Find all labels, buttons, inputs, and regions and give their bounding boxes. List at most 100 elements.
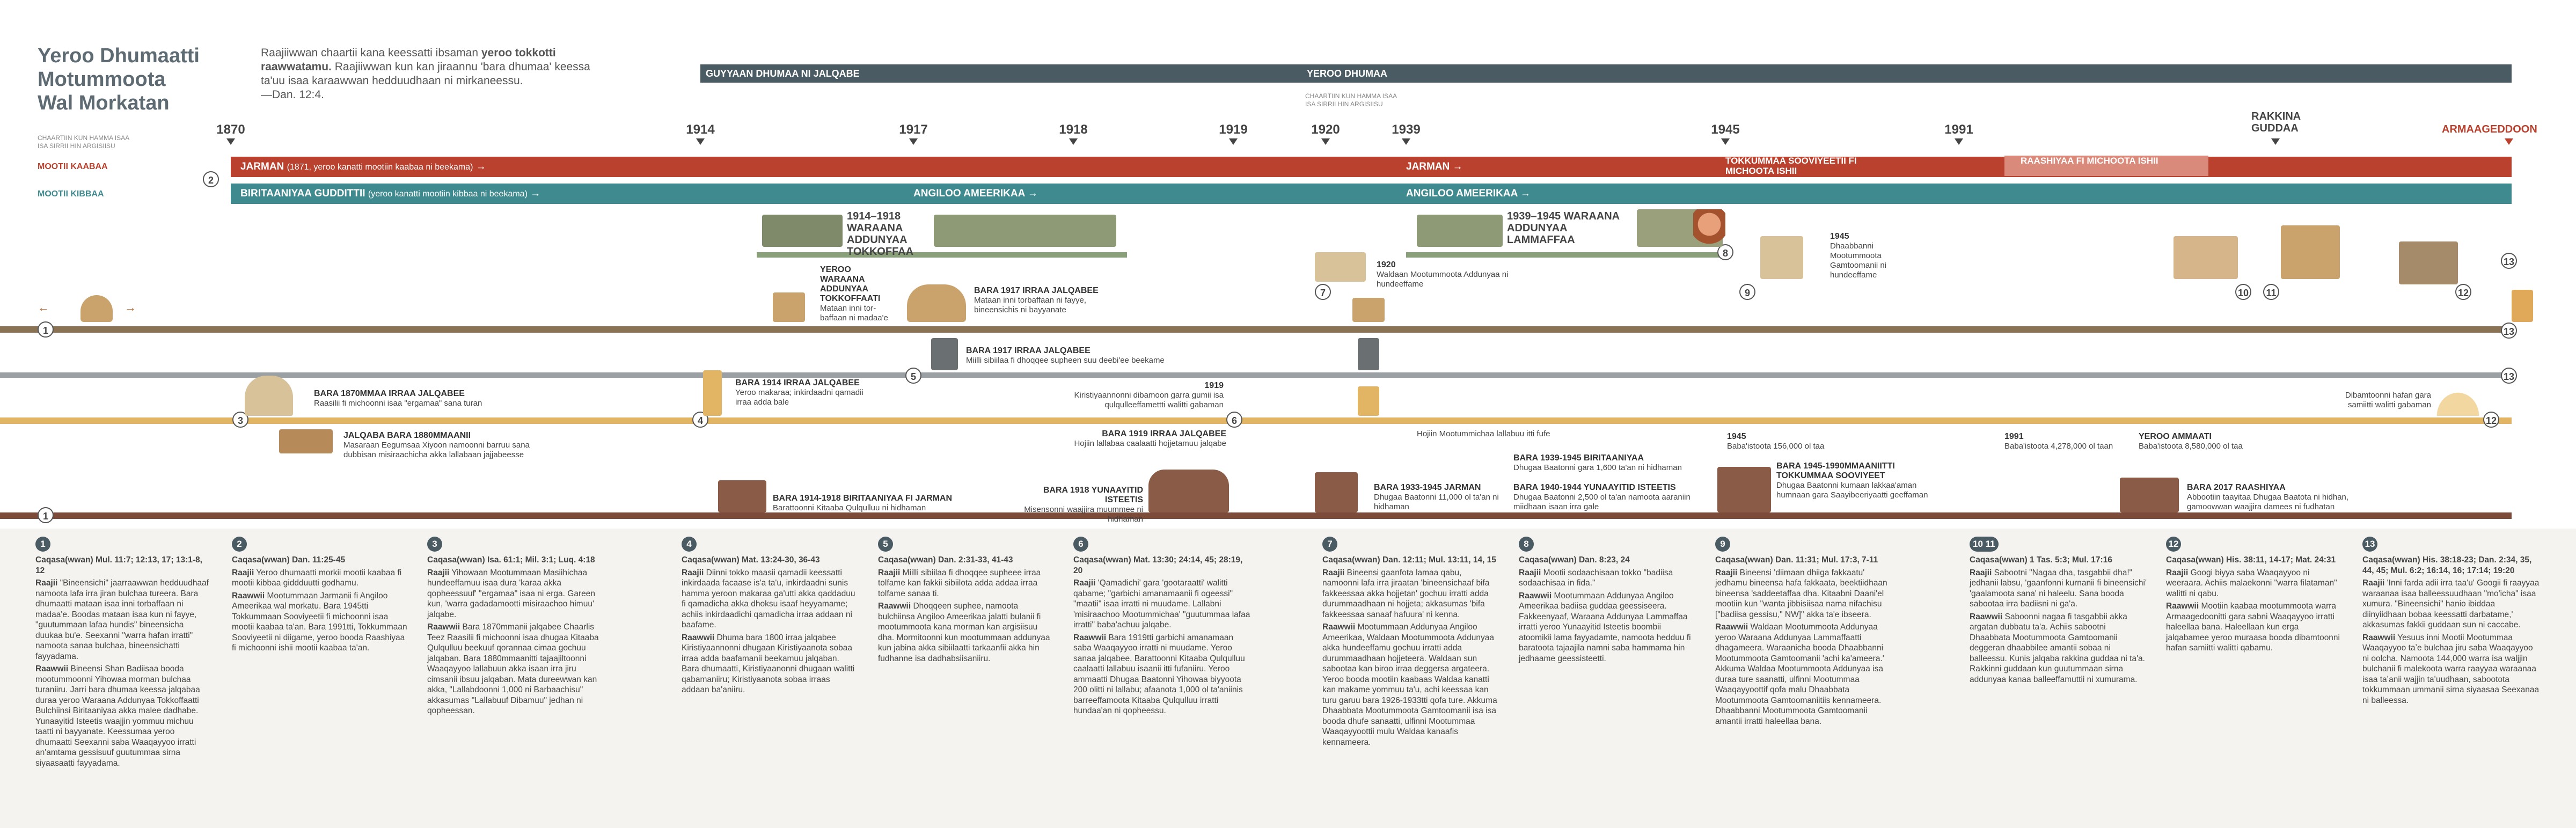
prophecy-label: Raajii bbox=[1519, 568, 1541, 577]
year-tick bbox=[1229, 138, 1238, 145]
intro-lead: Raajiiwwan chaartii kana keessatti ibsam… bbox=[261, 47, 481, 59]
king-north-russia-band bbox=[2004, 156, 2208, 176]
explanation-column-7: 7 Caqasa(wwan) Dan. 12:11; Mul. 13:11, 1… bbox=[1322, 537, 1499, 748]
scale-note-right: CHAARTIIN KUN HAMMA ISAA ISA SIRRII HIN … bbox=[1305, 92, 1397, 108]
fulfillment-text: Saboonni nagaa fi tasgabbii akka argatan… bbox=[1970, 612, 2145, 684]
event-title: 1991 bbox=[2004, 432, 2024, 441]
chart-title: Yeroo Dhumaatti Motummoota Wal Morkatan bbox=[38, 44, 200, 115]
event-text: Dhugaa Baatonni 2,500 ol ta'an namoota a… bbox=[1513, 493, 1690, 511]
temple-burning-illustration bbox=[2281, 225, 2340, 279]
column-number: 3 bbox=[427, 537, 442, 552]
event-title: BARA 1945-1990MMAANIITTI TOKKUMMAA SOOVI… bbox=[1776, 461, 1895, 480]
year-tick bbox=[2505, 138, 2513, 145]
event-text: Barattoonni Kitaaba Qulqulluu ni hidhama… bbox=[773, 503, 926, 512]
year-tick bbox=[1402, 138, 1410, 145]
marker-8: 8 bbox=[1717, 244, 1733, 260]
track-beast bbox=[0, 326, 2512, 333]
event-text: Miilli sibiilaa fi dhoqqee supheen suu d… bbox=[966, 356, 1165, 365]
churches-illustration bbox=[2174, 236, 2238, 279]
year-tick bbox=[1955, 138, 1963, 145]
event-text: Mataan inni torbaffaan ni fayye, bineens… bbox=[974, 296, 1087, 314]
league-building-illustration bbox=[1315, 252, 1366, 282]
fulfillment-text: Waldaan Mootummoota Addunyaa yeroo Waraa… bbox=[1715, 622, 1884, 726]
king-south-angloamerica-2: ANGILOO AMEERIKAA → bbox=[1406, 188, 1531, 199]
king-north-label: MOOTII KAABAA bbox=[38, 162, 108, 171]
marker-1: 1 bbox=[38, 321, 54, 338]
explanation-column-3: 3 Caqasa(wwan) Isa. 61:1; Mil. 3:1; Luq.… bbox=[427, 537, 604, 716]
event-text: Baba'istoota 4,278,000 ol taan bbox=[2004, 442, 2113, 451]
prophecy-text: 'Qamadichi' gara 'gootaraatti' walitti q… bbox=[1073, 578, 1250, 629]
marker-10: 10 bbox=[2235, 284, 2251, 300]
scale-note-line: ISA SIRRII HIN ARGISIISU bbox=[38, 142, 115, 150]
column-scriptures: Caqasa(wwan) Mat. 13:24-30, 36-43 bbox=[682, 555, 820, 565]
marker-11: 11 bbox=[2263, 284, 2279, 300]
title-line: Motummoota bbox=[38, 68, 166, 91]
column-scriptures: Caqasa(wwan) Dan. 11:25-45 bbox=[232, 555, 346, 565]
event-title: 1945 bbox=[1727, 432, 1746, 441]
marker-9: 9 bbox=[1739, 284, 1755, 300]
column-number: 9 bbox=[1715, 537, 1730, 552]
fulfillment-text: Bineensi Shan Badiisaa booda mootummoonn… bbox=[35, 664, 200, 768]
event-title: YEROO WARAANA ADDUNYAA TOKKOFFAATI bbox=[820, 265, 881, 303]
explanation-column-9: 9 Caqasa(wwan) Dan. 11:31; Mul. 17:3, 7-… bbox=[1715, 537, 1892, 727]
prophecy-text: Sabootni "Nagaa dha, tasgabbii dha!" jed… bbox=[1970, 568, 2147, 609]
prophecy-text: 'Inni farda adii irra taa'u' Googii fi r… bbox=[2362, 578, 2540, 629]
year-1917: 1917 bbox=[899, 122, 928, 137]
event-text: Dhugaa Baatonni gara 1,600 ta'an ni hidh… bbox=[1513, 463, 1682, 472]
marker-13b: 13 bbox=[2501, 323, 2517, 339]
explanation-column-2: 2 Caqasa(wwan) Dan. 11:25-45 Raajii Yero… bbox=[232, 537, 409, 654]
event-text: Dhaabbanni Mootummoota Gamtoomanii ni hu… bbox=[1830, 241, 1887, 280]
armageddon-fire-illustration bbox=[2512, 290, 2533, 322]
fulfillment-text: Bara 1870mmanii jalqabee Chaarlis Teez R… bbox=[427, 622, 599, 715]
event-title: BARA 1919 IRRAA JALQABEE bbox=[1102, 429, 1226, 438]
watchtower-illustration bbox=[279, 429, 333, 453]
event-title: BARA 1918 YUNAAYITID ISTEETIS bbox=[1043, 486, 1143, 504]
year-1914: 1914 bbox=[686, 122, 715, 137]
prophecy-text: Bineensi gaanfota lamaa qabu, namoonni l… bbox=[1322, 568, 1490, 619]
fulfillment-label: Raawwii bbox=[682, 633, 715, 642]
track-persecution bbox=[0, 512, 2512, 519]
event-title: BARA 1914-1918 BIRITAANIYAA FI JARMAN bbox=[773, 494, 952, 503]
intro-text: Raajiiwwan chaartii kana keessatti ibsam… bbox=[261, 46, 594, 102]
column-scriptures: Caqasa(wwan) Dan. 12:11; Mul. 13:11, 14,… bbox=[1322, 555, 1496, 565]
marker-13: 13 bbox=[2501, 253, 2517, 269]
bar-label: ANGILOO AMEERIKAA bbox=[1406, 188, 1518, 199]
explanation-column-13: 13 Caqasa(wwan) His. 38:18-23; Dan. 2:34… bbox=[2362, 537, 2540, 706]
event-anointed-gathered: Dibamtoonni hafan gara samiitti walitti … bbox=[2345, 391, 2431, 409]
event-title: BARA 1917 IRRAA JALQABEE bbox=[966, 346, 1091, 355]
intro-ref: —Dan. 12:4. bbox=[261, 89, 324, 101]
year-1939: 1939 bbox=[1392, 122, 1421, 137]
year-tick bbox=[696, 138, 705, 145]
column-scriptures: Caqasa(wwan) 1 Tas. 5:3; Mul. 17:16 bbox=[1970, 555, 2112, 565]
year-tick bbox=[2271, 138, 2280, 145]
year-1919: 1919 bbox=[1219, 122, 1248, 137]
explanation-column-8: 8 Caqasa(wwan) Dan. 8:23, 24 Raajii Moot… bbox=[1519, 537, 1696, 664]
prophecy-text: Yeroo dhumaatti morkii mootii kaabaa fi … bbox=[232, 568, 402, 588]
king-north-germany-2: JARMAN → bbox=[1406, 161, 1463, 172]
column-number: 1 bbox=[35, 537, 50, 552]
fulfillment-label: Raawwii bbox=[1970, 612, 2003, 621]
russell-illustration bbox=[245, 376, 293, 416]
ww2-soldiers-illustration bbox=[1417, 215, 1503, 247]
event-1945-soviet: BARA 1945-1990MMAANIITTI TOKKUMMAA SOOVI… bbox=[1776, 461, 1948, 500]
arrow-icon: ← bbox=[38, 301, 49, 314]
event-text: Yeroo makaraa; inkirdaadni qamadii irraa… bbox=[735, 388, 863, 407]
prophecy-text: Diinni tokko maasii qamadii keessatti in… bbox=[682, 568, 855, 630]
prophecy-text: Googi biyya saba Waaqayyoo ni weeraara. … bbox=[2166, 568, 2337, 598]
prophecy-text: "Bineensichi" jaarraawwan hedduudhaaf na… bbox=[35, 578, 209, 661]
event-title: YEROO AMMAATI bbox=[2139, 432, 2212, 441]
year-tick bbox=[1321, 138, 1330, 145]
event-text: Raasilii fi michoonni isaa "ergamaa" san… bbox=[314, 399, 482, 408]
fulfillment-text: Dhuma bara 1800 irraa jalqabee Kiristiya… bbox=[682, 633, 855, 695]
